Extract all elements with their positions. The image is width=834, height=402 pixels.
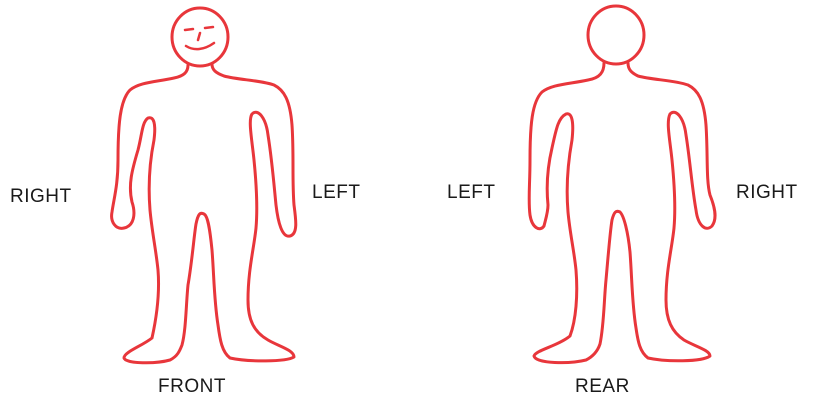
front-body-outline — [98, 0, 318, 370]
left-eye — [185, 29, 193, 30]
right-eye — [205, 27, 213, 28]
front-left-side-label: LEFT — [312, 182, 360, 204]
head-outline — [588, 6, 644, 64]
rear-body-outline — [512, 0, 732, 370]
nose — [198, 33, 200, 40]
body-outline — [112, 64, 296, 363]
body-outline — [529, 63, 715, 363]
mouth — [186, 43, 214, 49]
face — [185, 27, 214, 49]
rear-view-title: REAR — [575, 376, 630, 398]
front-view-title: FRONT — [158, 376, 226, 398]
rear-left-side-label: LEFT — [447, 182, 495, 204]
rear-right-side-label: RIGHT — [736, 182, 798, 204]
front-right-side-label: RIGHT — [10, 186, 72, 208]
